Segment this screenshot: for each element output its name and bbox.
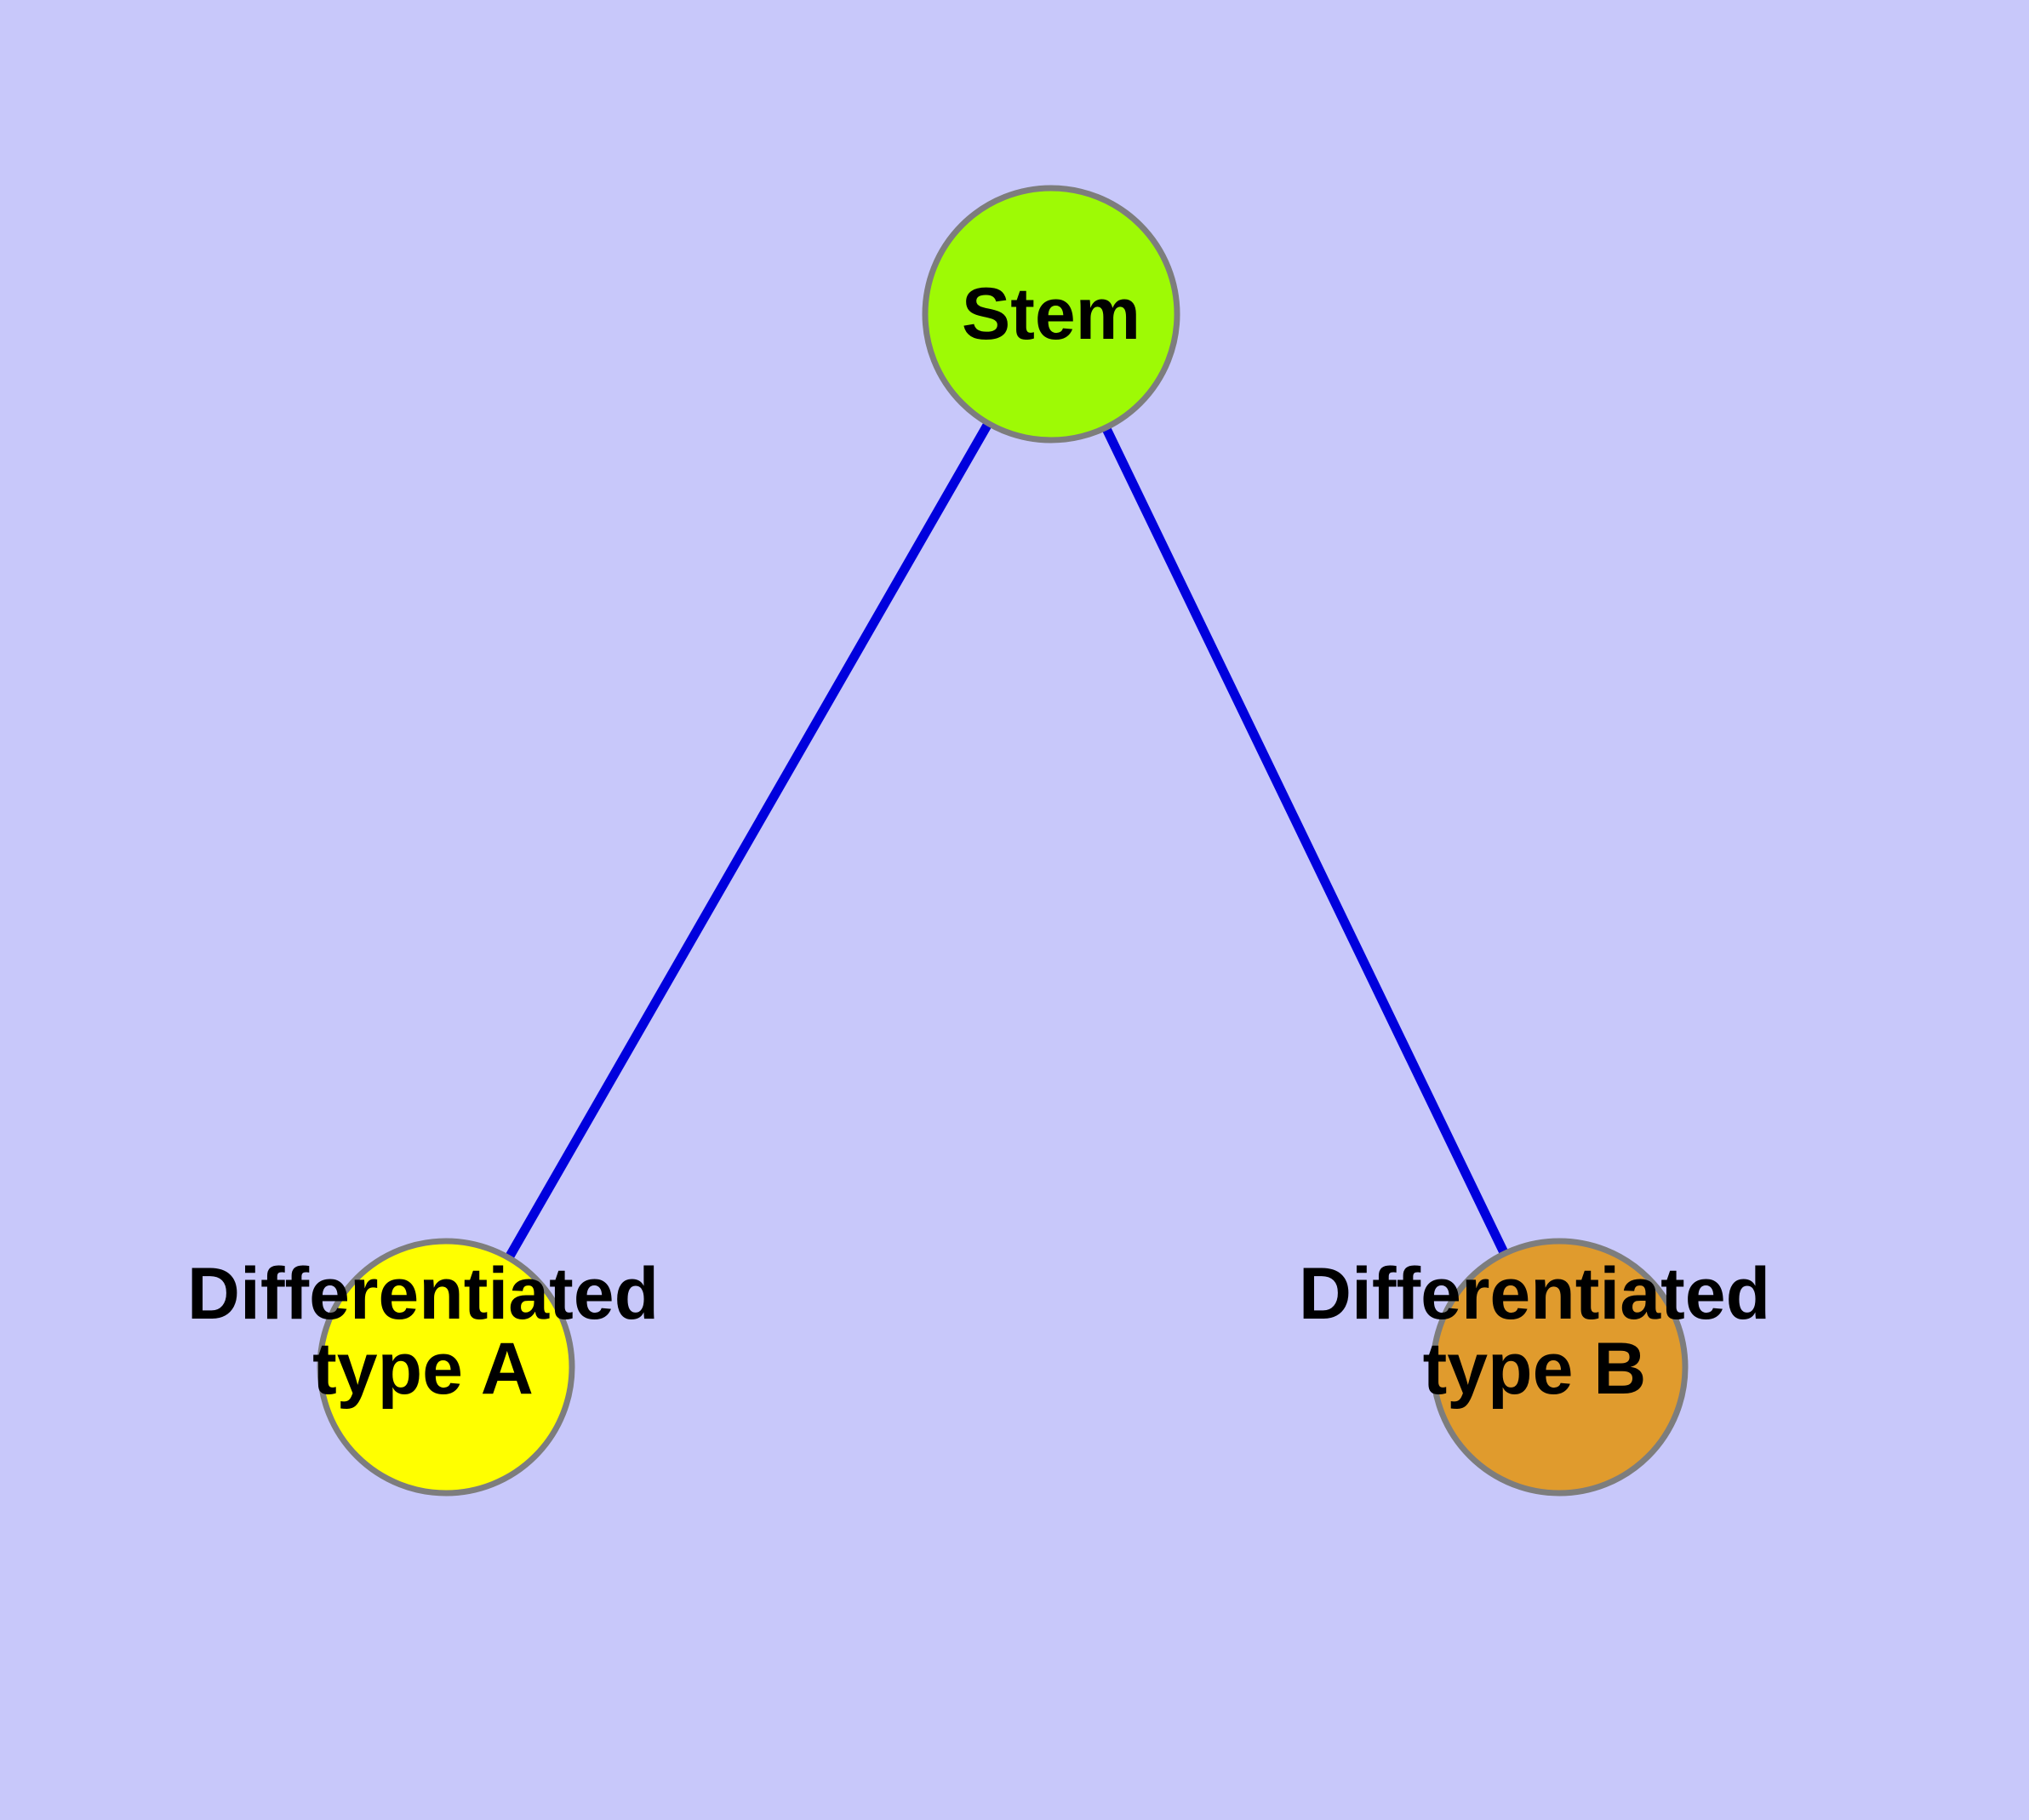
node-stem-label: Stem	[962, 273, 1140, 355]
label-line: Differentiated	[187, 1253, 659, 1335]
node-stem-circle[interactable]	[922, 185, 1180, 444]
label-line: Differentiated	[1299, 1253, 1770, 1335]
label-line: type A	[312, 1328, 534, 1410]
edge-stem-to-type-a[interactable]	[442, 312, 1055, 1370]
node-differentiated-type-a-circle[interactable]	[317, 1238, 575, 1497]
edges-layer	[442, 312, 1563, 1370]
node-differentiated-type-b-circle[interactable]	[1430, 1238, 1689, 1497]
label-line: type B	[1423, 1328, 1647, 1410]
nodes-layer	[317, 185, 1689, 1497]
label-line: Stem	[962, 273, 1140, 355]
edge-stem-to-type-b[interactable]	[1047, 312, 1563, 1370]
